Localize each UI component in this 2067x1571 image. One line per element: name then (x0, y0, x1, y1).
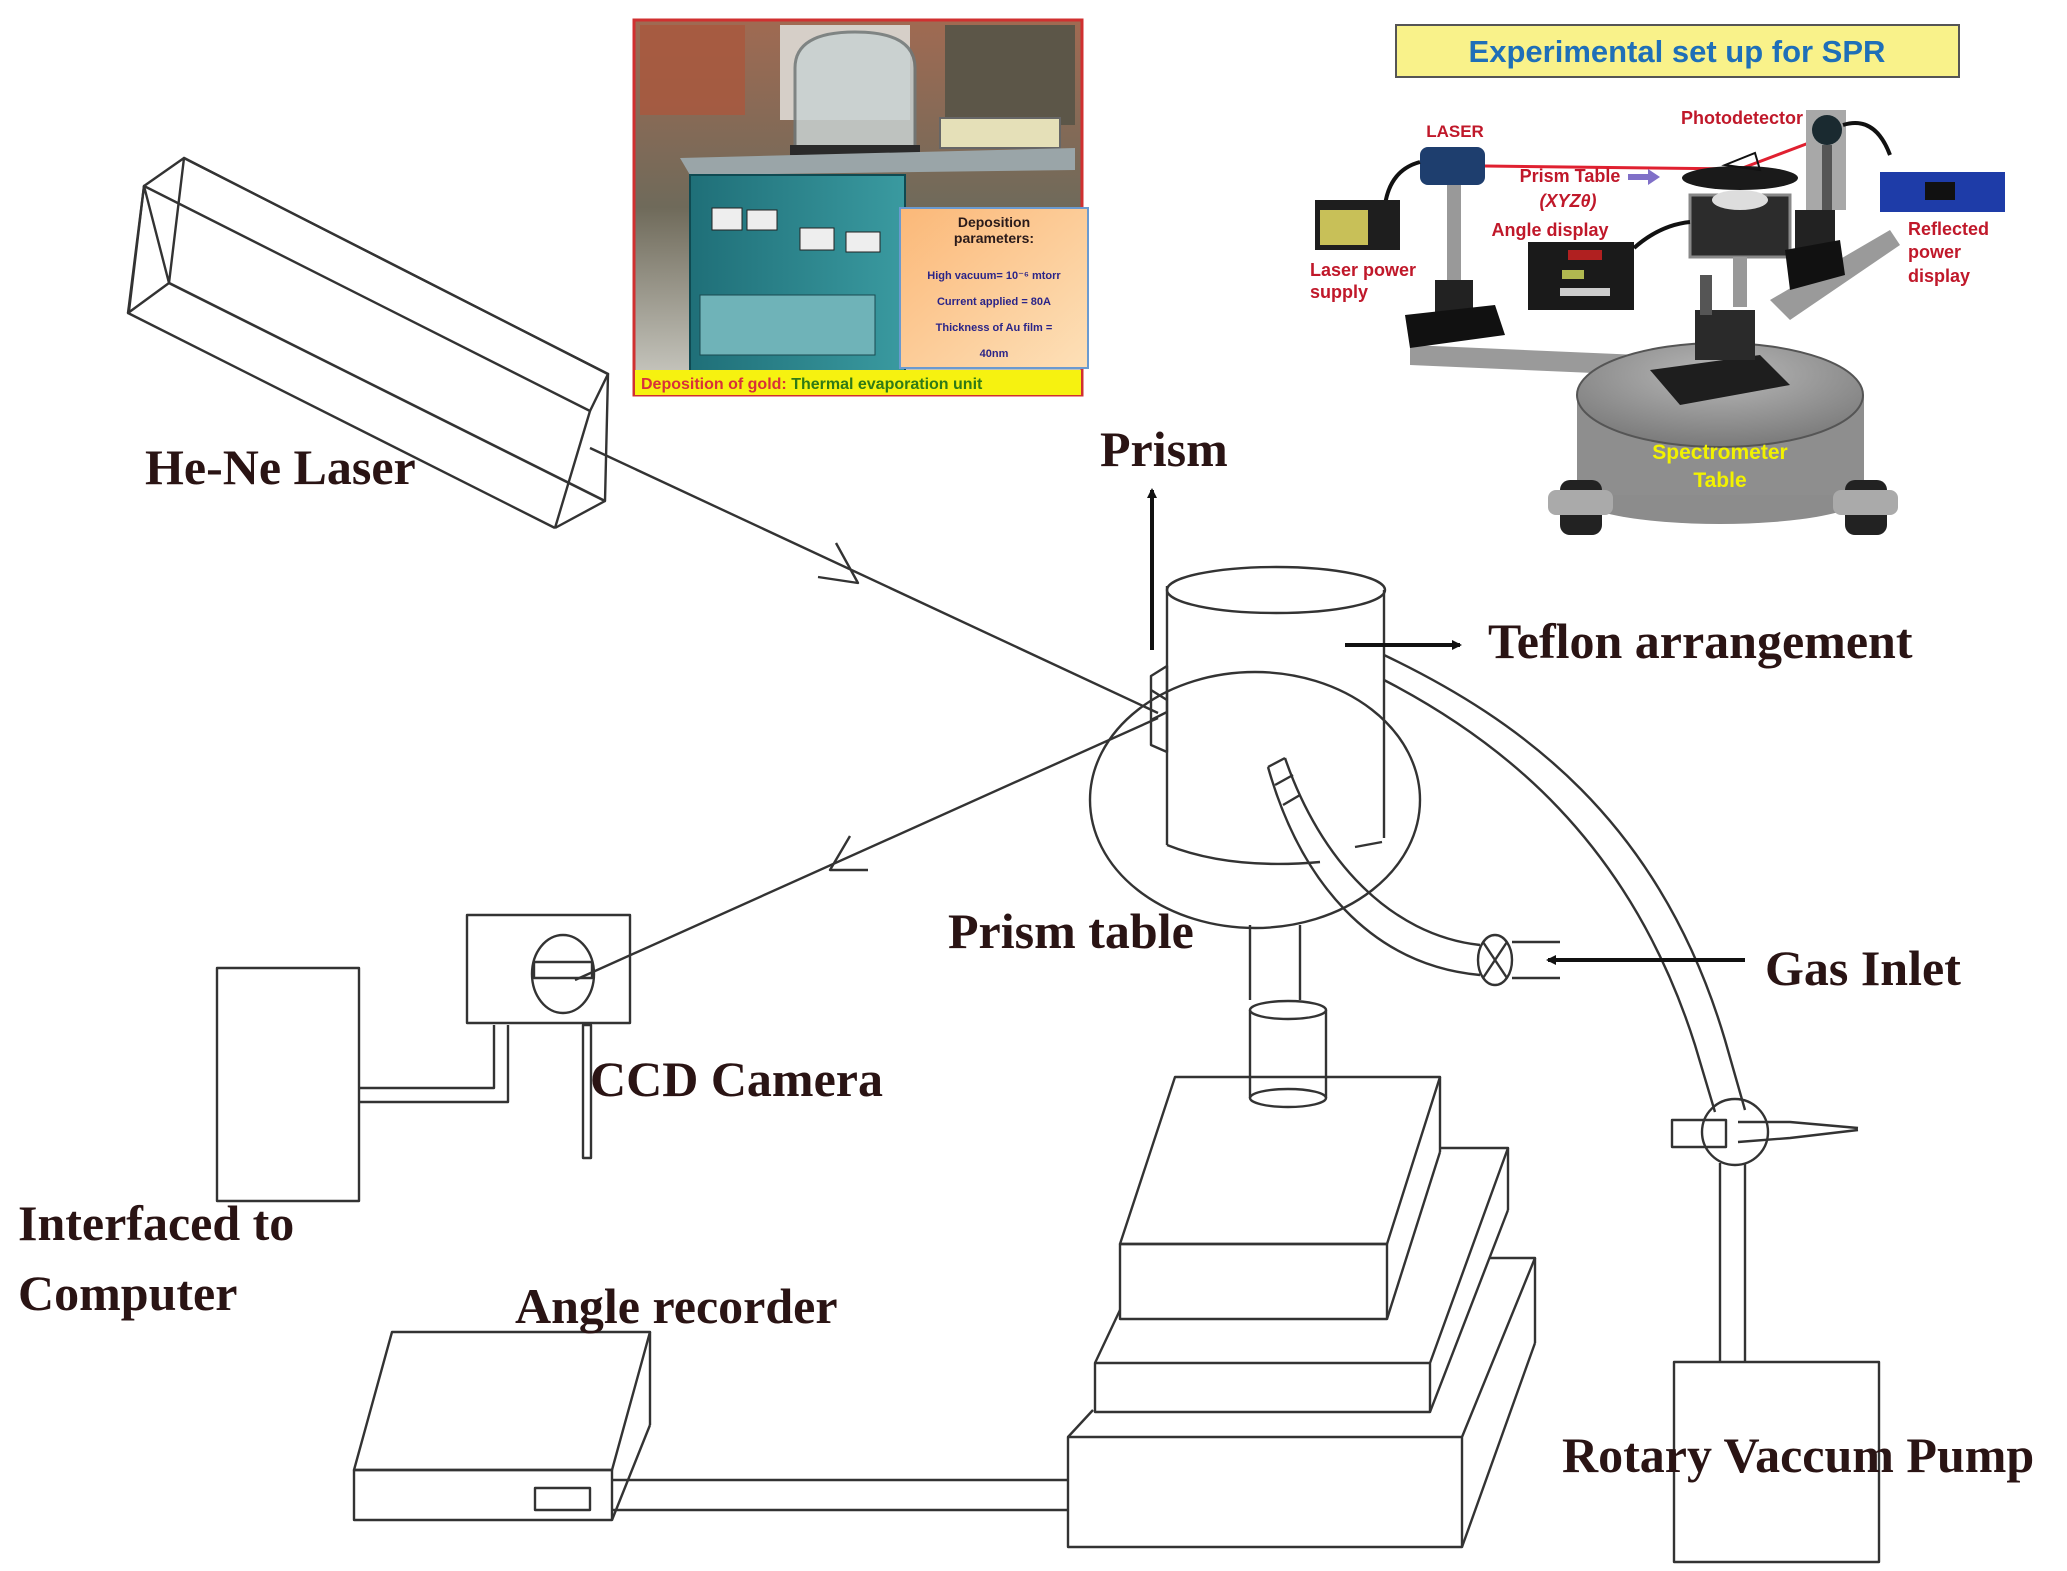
spr-label-reflected-line2: power (1908, 242, 1961, 262)
ccd-camera (465, 913, 632, 1160)
label-gas-inlet: Gas Inlet (1765, 940, 1961, 996)
spectrometer-label-line1: Spectrometer (1652, 441, 1787, 464)
reflected-laser-beam (574, 716, 1159, 982)
reflected-power-display (1880, 172, 2005, 212)
spr-prism-table (1682, 151, 1798, 307)
spr-laser (1383, 147, 1505, 348)
params-title-line1: Deposition (958, 214, 1030, 230)
gas-valve-icon (1476, 933, 1560, 987)
teflon-cylinder (1165, 565, 1387, 866)
vacuum-tube (1383, 653, 1747, 1111)
label-interfaced-line1: Interfaced to (18, 1195, 294, 1251)
param-current: Current applied = 80A (937, 296, 1051, 308)
spr-setup-inset: Experimental set up for SPR Spectrometer… (1310, 24, 2005, 535)
camera-computer-cable (359, 1025, 496, 1090)
incident-laser-beam (589, 446, 1159, 715)
coupling-cylinder (1248, 999, 1328, 1109)
spr-label-laser: LASER (1426, 122, 1484, 141)
deposition-params-box (899, 207, 1089, 369)
label-interfaced-line2: Computer (18, 1265, 237, 1321)
spr-label-prism-table: Prism Table (1520, 166, 1621, 186)
caption-part-gold: Deposition of gold: (641, 376, 787, 393)
bell-jar (793, 30, 917, 149)
prism-table-pointer-arrow (1628, 174, 1648, 180)
computer-box (215, 966, 361, 1203)
spectrometer-table: Spectrometer Table (1548, 275, 1898, 535)
prism-table-circle (1088, 670, 1422, 930)
spr-label-reflected-line1: Reflected (1908, 219, 1989, 239)
param-high-vacuum: High vacuum= 10⁻⁶ mtorr (927, 270, 1061, 282)
spectrometer-label-line2: Table (1693, 469, 1746, 492)
laser-power-supply (1315, 200, 1400, 250)
label-prism-table: Prism table (948, 903, 1194, 959)
label-teflon-arrangement: Teflon arrangement (1488, 613, 1913, 669)
reflected-beam-arrow-icon (828, 835, 868, 872)
spr-label-photodetector: Photodetector (1681, 108, 1803, 128)
deposition-caption: Deposition of gold: Thermal evaporation … (641, 376, 983, 393)
pump-valve-icon (1670, 1097, 1859, 1167)
param-thickness-line1: Thickness of Au film = (936, 322, 1053, 334)
prism-element (1149, 664, 1169, 754)
he-ne-laser-box (126, 156, 610, 530)
spr-title-box (1395, 24, 1960, 78)
deposition-caption-bar (635, 370, 1081, 395)
photodetector-device (1785, 110, 1892, 290)
angle-display-device (1528, 220, 1691, 310)
label-rotary-vacuum-pump: Rotary Vaccum Pump (1562, 1427, 2034, 1483)
label-prism: Prism (1100, 421, 1228, 477)
spr-label-laser-power-line2: supply (1310, 282, 1368, 302)
deposition-inset: Deposition parameters: High vacuum= 10⁻⁶… (632, 18, 1089, 397)
spr-label-angle-display: Angle display (1491, 220, 1608, 240)
spr-title: Experimental set up for SPR (1469, 34, 1886, 69)
spr-label-reflected-line3: display (1908, 266, 1970, 286)
label-ccd-camera: CCD Camera (590, 1051, 883, 1107)
label-angle-recorder: Angle recorder (515, 1278, 838, 1334)
spr-label-laser-power-line1: Laser power (1310, 260, 1416, 280)
angle-recorder-device (352, 1330, 652, 1522)
label-he-ne-laser: He-Ne Laser (145, 439, 416, 495)
caption-part-unit: Thermal evaporation unit (787, 376, 983, 393)
rotary-vacuum-pump-box (1672, 1360, 1881, 1564)
spr-label-prism-table-axes: (XYZθ) (1539, 191, 1596, 211)
spr-laser-beam (1484, 164, 1741, 171)
gas-inlet-tube (1283, 757, 1481, 947)
rotation-stage-stack (1066, 1075, 1537, 1549)
incident-beam-arrow-icon (817, 542, 860, 585)
params-title-line2: parameters: (954, 230, 1034, 246)
param-thickness-line2: 40nm (980, 348, 1009, 360)
